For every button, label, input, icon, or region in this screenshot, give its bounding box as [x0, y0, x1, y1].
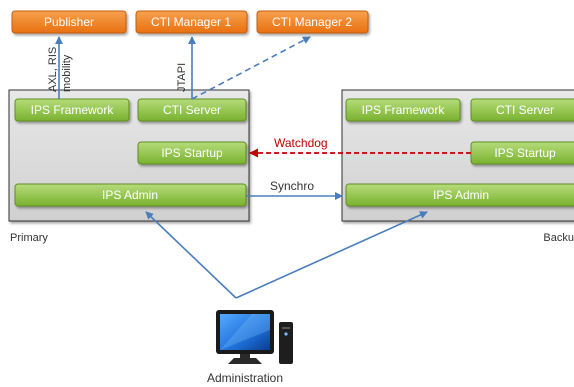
cti-manager-1-node: CTI Manager 1: [135, 10, 248, 34]
watchdog-label: Watchdog: [274, 136, 328, 150]
computer-icon: [216, 310, 293, 364]
primary-ips-framework: IPS Framework: [14, 98, 130, 122]
backup-cti-server: CTI Server: [470, 98, 574, 122]
backup-ips-admin-label: IPS Admin: [433, 188, 489, 202]
primary-ips-startup-label: IPS Startup: [161, 146, 223, 160]
backup-label: Backu: [543, 232, 574, 244]
publisher-node: Publisher: [11, 10, 127, 34]
backup-ips-framework-label: IPS Framework: [362, 103, 446, 117]
cti-manager-2-backup-arrow: [191, 36, 311, 100]
admin-to-primary-arrow: [145, 211, 237, 299]
jtapi-label: JTAPI: [176, 63, 188, 92]
backup-ips-startup-label: IPS Startup: [494, 146, 556, 160]
cti-manager-1-label: CTI Manager 1: [151, 15, 231, 29]
primary-label: Primary: [10, 232, 48, 244]
primary-ips-admin: IPS Admin: [14, 183, 247, 207]
mobility-label: mobility: [61, 54, 73, 92]
administration-label: Administration: [207, 371, 283, 385]
primary-ips-startup: IPS Startup: [137, 141, 247, 165]
primary-cti-server: CTI Server: [137, 98, 247, 122]
synchro-label: Synchro: [270, 179, 314, 193]
axl-ris-label: AXL, RIS: [47, 47, 59, 92]
cti-manager-2-node: CTI Manager 2: [256, 10, 369, 34]
primary-ips-admin-label: IPS Admin: [102, 188, 158, 202]
backup-ips-startup: IPS Startup: [470, 141, 574, 165]
backup-cti-server-label: CTI Server: [496, 103, 554, 117]
publisher-label: Publisher: [44, 15, 94, 29]
admin-to-backup-arrow: [235, 211, 428, 299]
primary-cti-server-label: CTI Server: [163, 103, 221, 117]
backup-ips-admin: IPS Admin: [345, 183, 574, 207]
cti-manager-2-label: CTI Manager 2: [272, 15, 352, 29]
primary-ips-framework-label: IPS Framework: [31, 103, 115, 117]
backup-ips-framework: IPS Framework: [345, 98, 461, 122]
